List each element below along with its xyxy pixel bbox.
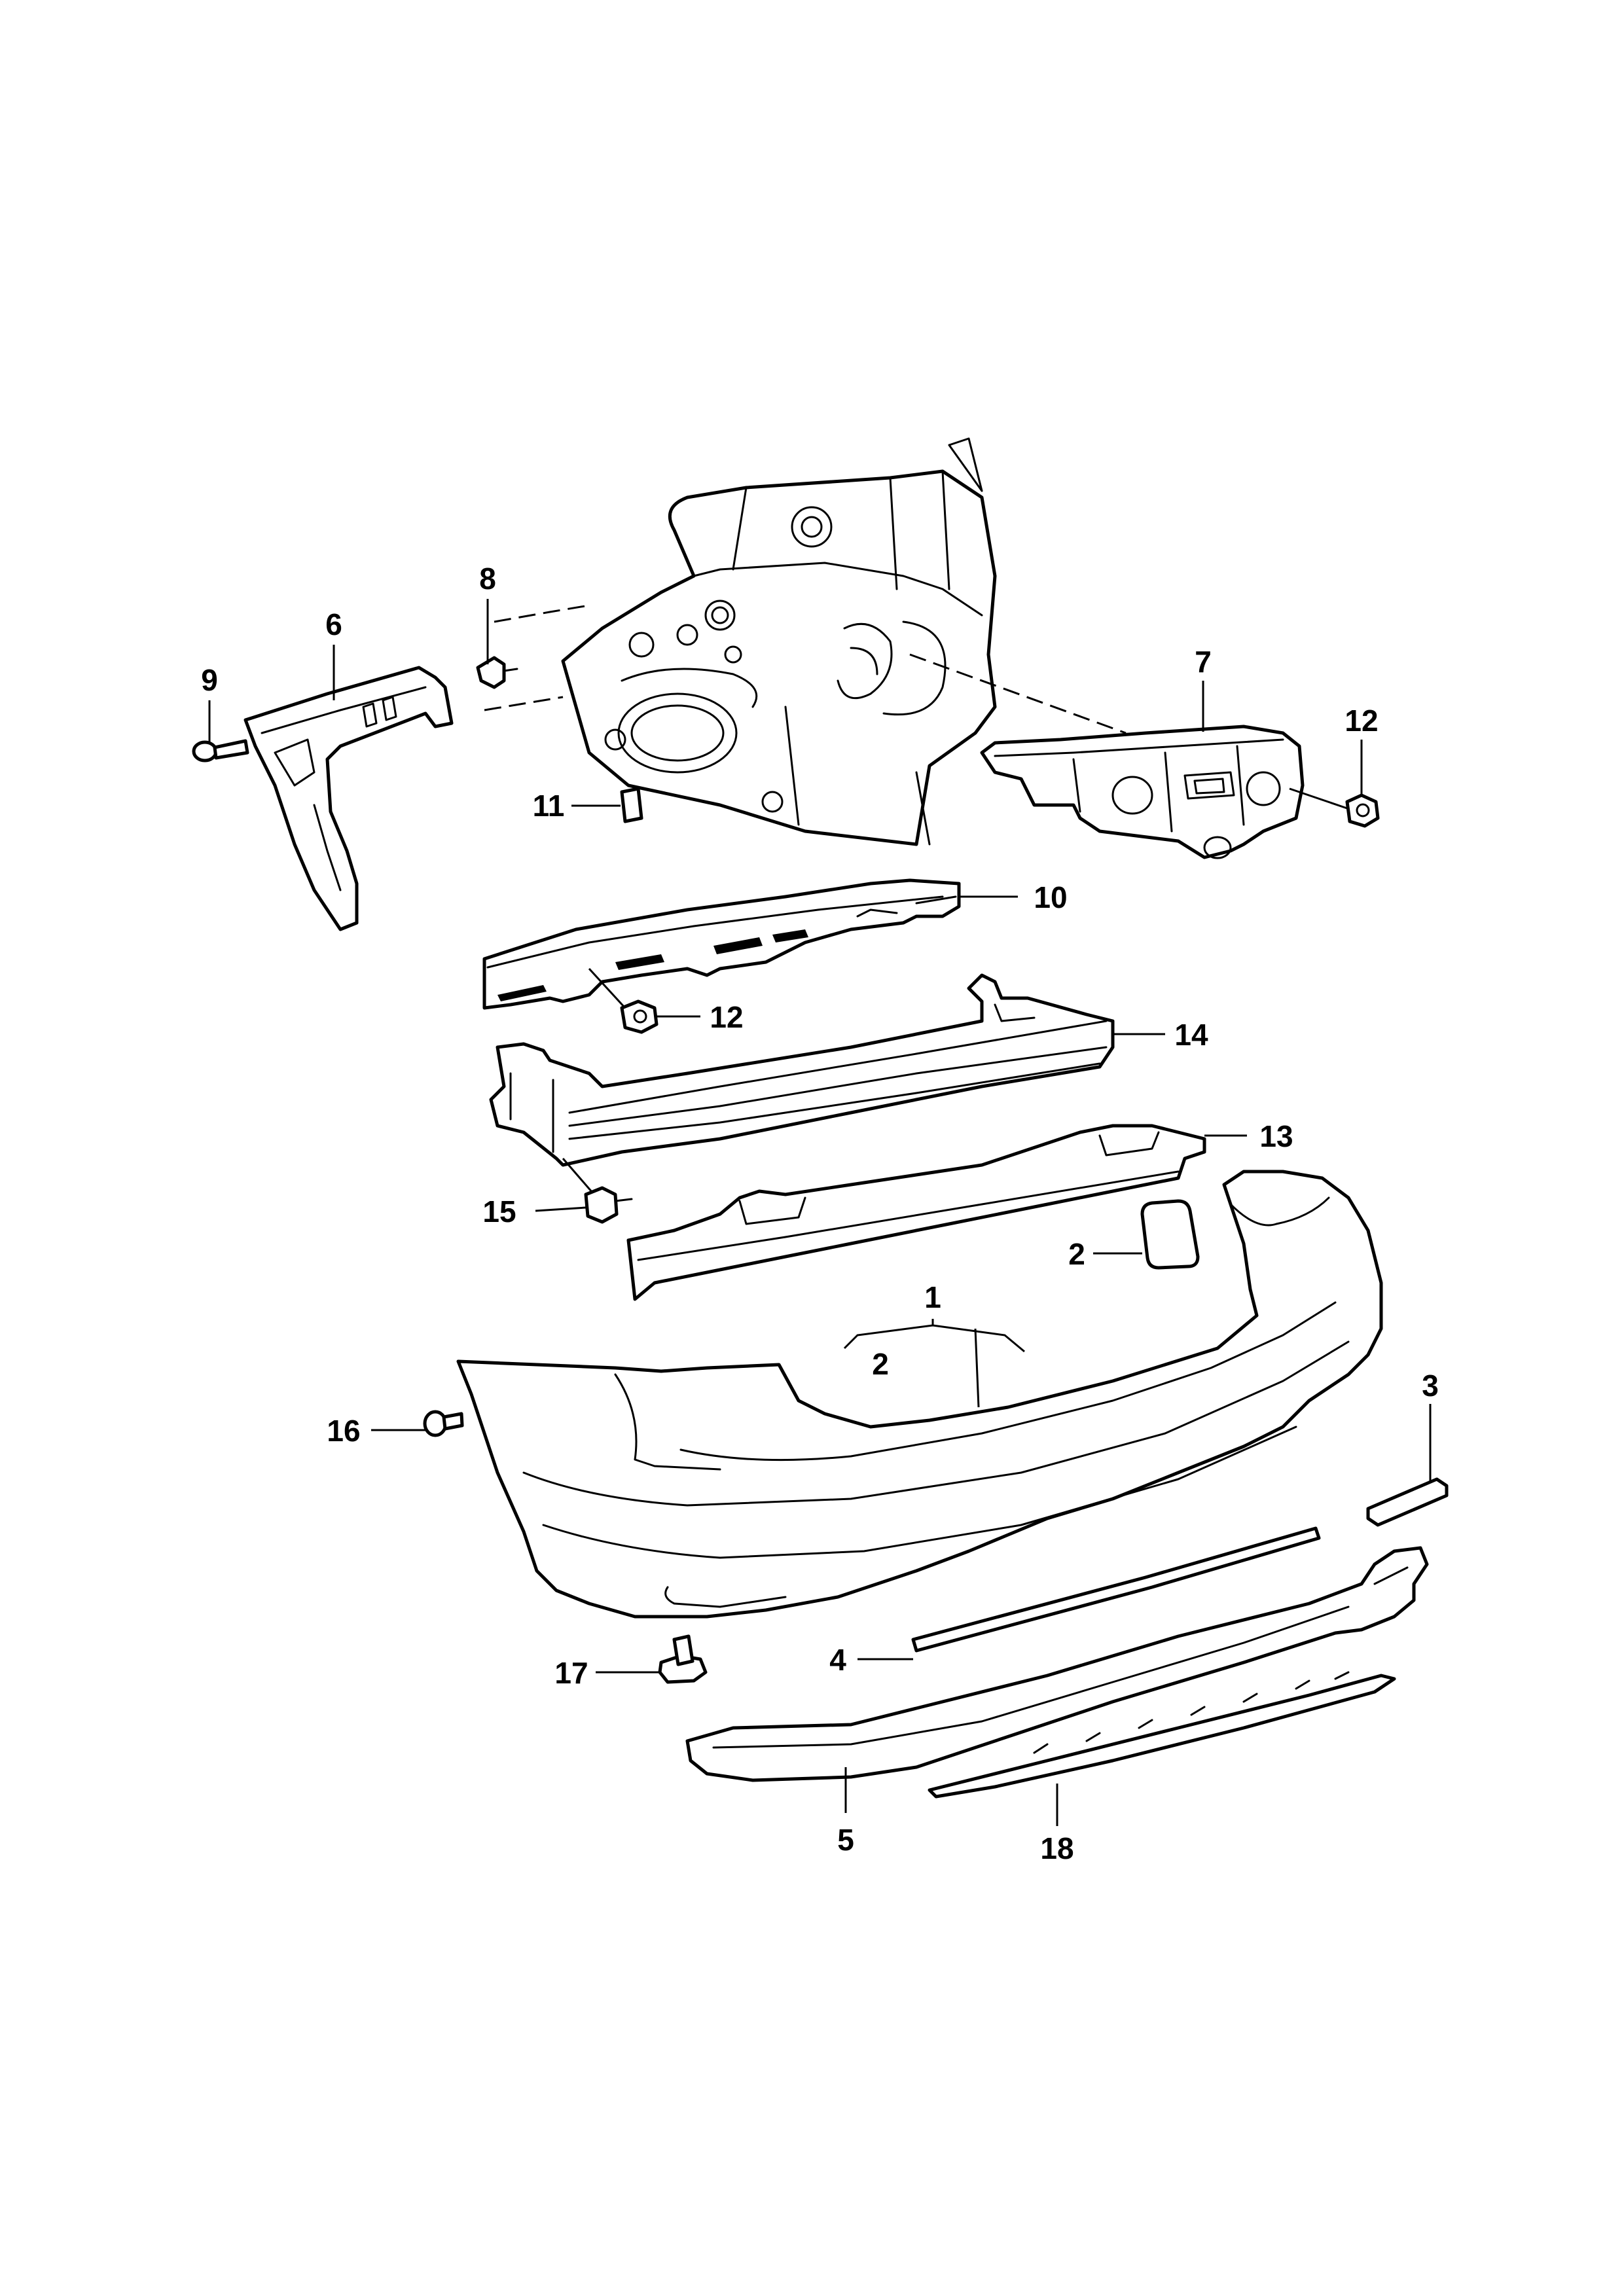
callout-2-under-1: 2 bbox=[872, 1347, 889, 1381]
part-8-retaining-clip bbox=[476, 656, 518, 689]
callout-5: 5 bbox=[837, 1823, 854, 1857]
callout-1: 1 bbox=[924, 1280, 941, 1314]
part-15-flange-bolt bbox=[584, 1186, 633, 1224]
callout-12-lower: 12 bbox=[710, 1000, 743, 1034]
callout-7: 7 bbox=[1195, 645, 1212, 679]
part-6-left-bumper-bracket bbox=[244, 666, 454, 931]
part-9-screw bbox=[192, 739, 249, 762]
part-5-lower-skirt bbox=[685, 1546, 1429, 1782]
callout-2-cover: 2 bbox=[1068, 1237, 1085, 1271]
callout-12-upper: 12 bbox=[1344, 704, 1378, 738]
callout-15: 15 bbox=[482, 1194, 516, 1229]
part-12-nut-lower bbox=[620, 999, 659, 1034]
callout-11: 11 bbox=[533, 789, 565, 823]
part-3-trim-strip bbox=[1366, 1477, 1449, 1527]
callout-14: 14 bbox=[1174, 1018, 1208, 1052]
part-14-bumper-reinforcement-beam bbox=[489, 973, 1115, 1167]
callout-3: 3 bbox=[1422, 1369, 1439, 1403]
part-7-right-bumper-bracket bbox=[980, 725, 1305, 859]
callout-18: 18 bbox=[1040, 1831, 1074, 1865]
part-12-nut-upper bbox=[1345, 793, 1380, 828]
callout-leader-lines bbox=[208, 599, 1432, 1826]
callout-10: 10 bbox=[1034, 880, 1067, 914]
callout-9: 9 bbox=[201, 663, 218, 697]
callout-labels: 1 2 2 3 4 5 6 7 8 9 10 11 12 12 13 14 15… bbox=[201, 562, 1439, 1865]
part-16-screw bbox=[423, 1410, 464, 1437]
part-11-push-clip bbox=[620, 787, 643, 823]
callout-4: 4 bbox=[829, 1643, 846, 1677]
callout-17: 17 bbox=[554, 1656, 588, 1690]
part-18-diffuser-insert bbox=[928, 1671, 1396, 1799]
callout-13: 13 bbox=[1259, 1119, 1293, 1153]
part-17-mounting-clip bbox=[658, 1634, 708, 1684]
part-4-trim-molding bbox=[911, 1526, 1321, 1653]
part-1-rear-bumper-cover bbox=[456, 1170, 1383, 1619]
callout-16: 16 bbox=[327, 1414, 360, 1448]
callout-8: 8 bbox=[479, 562, 496, 596]
part-10-upper-guide-rail bbox=[482, 878, 961, 1010]
part-13-energy-absorber bbox=[626, 1124, 1206, 1301]
part-2-tow-eye-cover bbox=[1140, 1199, 1200, 1270]
callout-6: 6 bbox=[325, 607, 342, 641]
body-rear-section bbox=[484, 437, 1127, 846]
